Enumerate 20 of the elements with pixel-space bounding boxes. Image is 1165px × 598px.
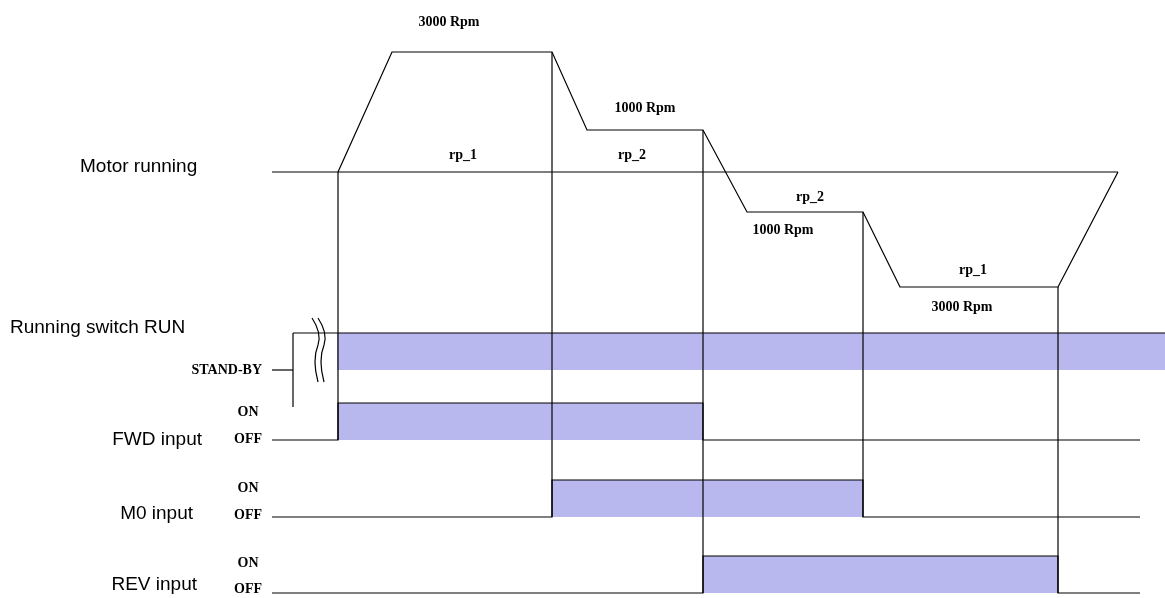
signal-name: M0 input — [120, 502, 193, 522]
parameter-label: rp_2 — [618, 148, 646, 162]
signal-name: Running switch RUN — [10, 316, 186, 336]
speed-label: 3000 Rpm — [931, 300, 993, 314]
state-label: OFF — [234, 508, 262, 522]
state-label: ON — [237, 481, 259, 495]
state-label: OFF — [234, 582, 262, 596]
speed-label: 1000 Rpm — [752, 223, 814, 237]
signal-name: Motor running — [80, 155, 198, 175]
parameter-label: rp_2 — [796, 190, 824, 204]
speed-label: 1000 Rpm — [614, 101, 676, 115]
state-label: ON — [237, 556, 259, 570]
state-label: ON — [237, 405, 259, 419]
signal-name: REV input — [111, 573, 197, 593]
state-label: OFF — [234, 432, 262, 446]
speed-label: 3000 Rpm — [418, 15, 480, 29]
signal-name: FWD input — [112, 428, 202, 448]
parameter-label: rp_1 — [959, 263, 987, 277]
state-label: STAND-BY — [191, 363, 262, 377]
parameter-label: rp_1 — [449, 148, 477, 162]
